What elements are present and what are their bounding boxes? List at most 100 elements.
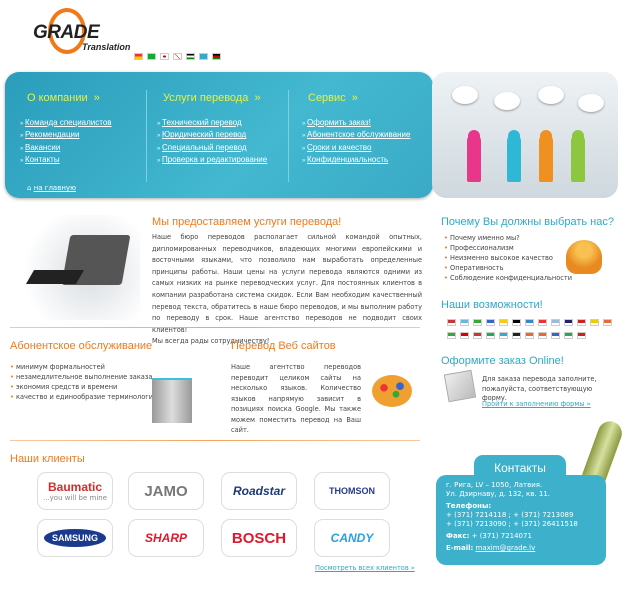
nav-link[interactable]: Юридический перевод (162, 130, 247, 140)
nav-heading-services[interactable]: Услуги перевода » (163, 92, 261, 104)
palette-icon (372, 375, 412, 407)
flag-icon[interactable] (577, 332, 586, 339)
nav-link[interactable]: Сроки и качество (307, 142, 372, 152)
flag-icon[interactable] (512, 319, 521, 326)
flag-icon[interactable] (564, 332, 573, 339)
client-logo-candy[interactable]: CANDY (314, 519, 390, 557)
order-form-link[interactable]: Пройти к заполнению формы » (482, 400, 591, 408)
flag-icon[interactable] (447, 332, 456, 339)
flag-icon[interactable] (564, 319, 573, 326)
list-item: Почему именно мы? (444, 233, 572, 243)
flag-icon[interactable] (460, 319, 469, 326)
nav-heading-service[interactable]: Сервис » (308, 92, 358, 104)
flag-icon[interactable] (525, 332, 534, 339)
order-text: Для заказа перевода заполните, пожалуйст… (482, 375, 597, 402)
binders-icon (152, 378, 192, 423)
nav-company-links: Команда специалистов Рекомендации Ваканс… (20, 118, 112, 168)
flag-icon[interactable] (160, 53, 169, 60)
flag-icon[interactable] (590, 319, 599, 326)
list-item: качество и единообразие терминологии (10, 392, 157, 402)
address-line: г. Рига, LV – 1050, Латвия. (446, 481, 543, 489)
flag-icon[interactable] (212, 53, 221, 60)
flag-icon[interactable] (577, 319, 586, 326)
flag-icon[interactable] (551, 332, 560, 339)
flag-icon[interactable] (538, 332, 547, 339)
flag-icon[interactable] (525, 319, 534, 326)
intro-title: Мы предоставляем услуги перевода! (152, 216, 342, 228)
flag-icon[interactable] (134, 53, 143, 60)
flag-icon[interactable] (512, 332, 521, 339)
nav-link[interactable]: Рекомендации (25, 130, 80, 140)
nav-link[interactable]: Конфиденциальность (307, 155, 389, 165)
nav-link[interactable]: Оформить заказ! (307, 118, 371, 127)
home-icon: ⌂ (27, 184, 32, 192)
logo-ring (48, 8, 86, 54)
subscription-list: минимум формальностей незамедлительное в… (10, 362, 157, 402)
phones-label: Телефоны: (446, 502, 492, 510)
nav-link[interactable]: Проверка и редактирование (162, 155, 268, 165)
logo[interactable]: GRADE (33, 22, 100, 43)
logo-subtitle: Translation (82, 42, 131, 52)
all-clients-link[interactable]: Посмотреть всех клиентов » (315, 564, 415, 572)
order-title: Оформите заказ Online! (441, 355, 564, 367)
list-item: экономия средств и времени (10, 382, 157, 392)
email-link[interactable]: maxim@grade.lv (475, 544, 536, 552)
web-text: Наше агентство переводов переводит целик… (231, 363, 361, 434)
main-nav: О компании » Команда специалистов Рекоме… (5, 72, 433, 198)
fax: + (371) 7214071 (471, 532, 532, 540)
why-title: Почему Вы должны выбрать нас? (441, 216, 614, 228)
flag-icon[interactable] (186, 53, 195, 60)
nav-heading-company[interactable]: О компании » (27, 92, 100, 104)
flag-icon[interactable] (199, 53, 208, 60)
flag-icon[interactable] (473, 319, 482, 326)
nav-service-links: Оформить заказ! Абонентское обслуживание… (302, 118, 410, 168)
list-item: Неизменно высокое качество (444, 253, 572, 263)
flag-icon[interactable] (447, 319, 456, 326)
web-title: Перевод Веб сайтов (231, 340, 336, 352)
client-logo-roadstar[interactable]: Roadstar (221, 472, 297, 510)
language-flags (447, 314, 617, 340)
form-pen-icon (443, 369, 477, 403)
client-logo-jamo[interactable]: JAMO (128, 472, 204, 510)
flag-icon[interactable] (538, 319, 547, 326)
nav-link[interactable]: Технический перевод (162, 118, 242, 127)
list-item: Профессионализм (444, 243, 572, 253)
flag-icon[interactable] (603, 319, 612, 326)
email-label: E-mail: (446, 544, 474, 552)
home-link[interactable]: ⌂ на главную (27, 184, 76, 192)
phones: + (371) 7214118 ; + (371) 7213089 (446, 511, 574, 519)
intro-text: Наше бюро переводов располагает сильной … (152, 233, 422, 346)
client-logo-bosch[interactable]: BOSCH (221, 519, 297, 557)
clients-title: Наши клиенты (10, 453, 85, 465)
flag-icon[interactable] (486, 332, 495, 339)
address-line: Ул. Дзирнаву, д. 132, кв. 11. (446, 490, 550, 498)
nav-services-links: Технический перевод Юридический перевод … (157, 118, 267, 168)
contacts-box: г. Рига, LV – 1050, Латвия. Ул. Дзирнаву… (436, 475, 606, 565)
flag-icon[interactable] (473, 332, 482, 339)
flag-icon[interactable] (486, 319, 495, 326)
why-list: Почему именно мы? Профессионализм Неизме… (444, 233, 572, 283)
nav-link[interactable]: Контакты (25, 155, 60, 165)
flag-icon[interactable] (173, 53, 182, 60)
header-flags (134, 45, 225, 64)
flag-icon[interactable] (551, 319, 560, 326)
list-item: Оперативность (444, 263, 572, 273)
list-item: Соблюдение конфиденциальности (444, 273, 572, 283)
flag-icon[interactable] (499, 319, 508, 326)
client-logo-samsung[interactable]: SAMSUNG (37, 519, 113, 557)
abilities-title: Наши возможности! (441, 299, 543, 311)
flag-icon[interactable] (460, 332, 469, 339)
nav-link[interactable]: Абонентское обслуживание (307, 130, 411, 140)
nav-link[interactable]: Команда специалистов (25, 118, 112, 127)
client-logo-baumatic[interactable]: Baumatic...you will be mine (37, 472, 113, 510)
client-logo-thomson[interactable]: THOMSON (314, 472, 390, 510)
team-icon (566, 240, 602, 274)
flag-icon[interactable] (147, 53, 156, 60)
subscription-title: Абонентское обслуживание (10, 340, 153, 352)
nav-link[interactable]: Специальный перевод (162, 142, 247, 152)
divider (10, 440, 420, 441)
laptop-graduation-image (14, 215, 140, 320)
client-logo-sharp[interactable]: SHARP (128, 519, 204, 557)
flag-icon[interactable] (499, 332, 508, 339)
nav-link[interactable]: Вакансии (25, 142, 61, 152)
